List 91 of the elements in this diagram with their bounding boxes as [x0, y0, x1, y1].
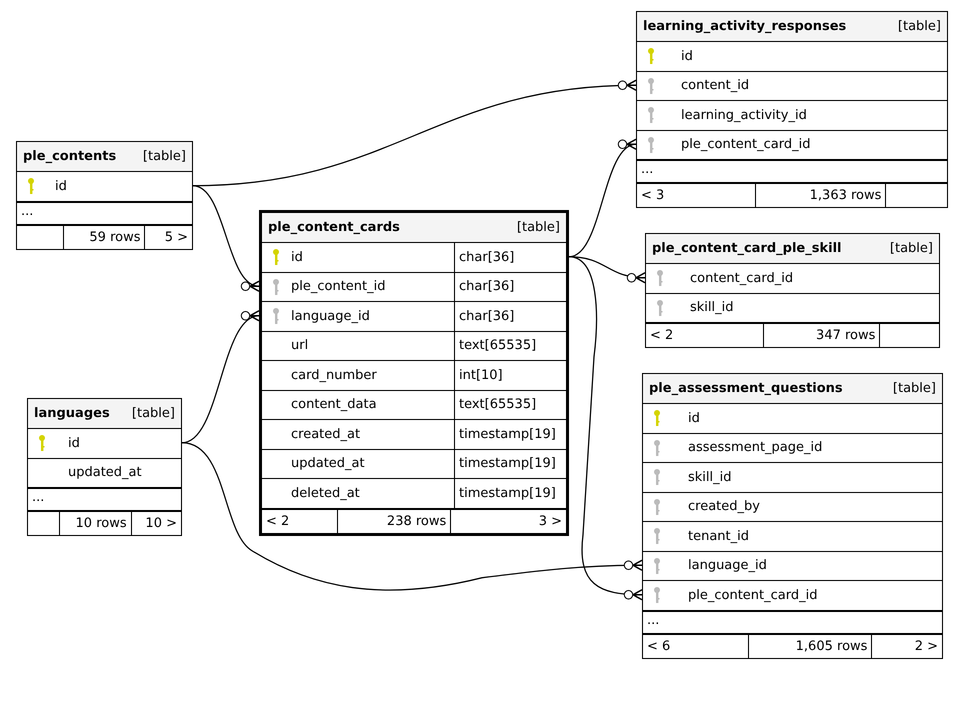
footer-cell-text: < 2 [265, 512, 290, 530]
column-type: char[36] [454, 272, 566, 301]
more-rows-row: ... [637, 159, 947, 182]
column-name: ple_content_id [291, 278, 386, 296]
column-name: id [291, 248, 303, 266]
column-type: char[36] [454, 243, 566, 272]
table-box [645, 233, 940, 348]
column-name: language_id [688, 557, 767, 575]
column-row [262, 330, 566, 360]
table-type-tag: [table] [516, 218, 560, 238]
column-name: id [68, 434, 80, 452]
footer-cell: 347 rows [763, 324, 880, 347]
more-rows-row: ... [17, 200, 192, 224]
column-name: created_by [688, 498, 760, 516]
footer-cell: 10 rows [58, 512, 131, 535]
more-rows-row: ... [643, 610, 942, 632]
table-footer-row [646, 322, 939, 347]
column-type: char[36] [454, 302, 566, 330]
relationship-line [182, 310, 262, 444]
table-footer-row [28, 510, 181, 535]
column-name: content_card_id [690, 270, 794, 288]
table-name: ple_contents [23, 148, 116, 166]
column-type: text[65535] [454, 332, 566, 360]
column-type: int[10] [454, 361, 566, 390]
column-name: updated_at [291, 455, 365, 473]
column-name: card_number [291, 366, 377, 384]
column-name: ple_content_card_id [688, 586, 818, 604]
column-name: created_at [291, 426, 360, 444]
column-name: id [681, 48, 693, 66]
column-row [262, 448, 566, 478]
column-name: language_id [291, 308, 370, 326]
column-type: timestamp[19] [454, 420, 566, 448]
table-box [27, 398, 182, 536]
table-footer-row [637, 182, 947, 207]
footer-cell: 2 > [871, 634, 942, 658]
footer-cell: 10 > [130, 512, 181, 535]
more-rows-row: ... [28, 487, 181, 510]
column-name: content_data [291, 396, 377, 414]
relationship-line [192, 185, 261, 292]
table-box [636, 11, 948, 208]
relationship-line [182, 442, 643, 591]
footer-cell: 59 rows [63, 226, 144, 248]
footer-cell: 238 rows [336, 510, 450, 532]
column-type: timestamp[19] [454, 479, 566, 508]
table-name: ple_content_cards [268, 218, 400, 237]
table-box [642, 373, 943, 658]
table-name: ple_assessment_questions [649, 380, 843, 398]
table-name: ple_content_card_ple_skill [652, 240, 842, 258]
table-name: learning_activity_responses [643, 18, 846, 36]
footer-cell-text: < 3 [640, 187, 666, 205]
footer-cell: 1,363 rows [755, 184, 886, 207]
footer-cell-text: < 6 [646, 638, 672, 656]
column-name: deleted_at [291, 484, 360, 502]
footer-cell-text: < 2 [649, 327, 674, 345]
column-row [262, 390, 566, 419]
footer-cell: 3 > [450, 510, 566, 532]
column-type: timestamp[19] [454, 450, 566, 478]
column-name: url [291, 337, 308, 355]
relationship-line [568, 256, 646, 284]
table-type-tag: [table] [142, 146, 186, 166]
column-name: assessment_page_id [688, 439, 822, 457]
relationship-line [568, 256, 643, 600]
table-footer-row [643, 632, 942, 658]
footer-cell: 5 > [144, 226, 192, 248]
column-row [262, 419, 566, 448]
column-name: skill_id [688, 468, 732, 486]
column-row [262, 301, 566, 330]
column-row [262, 360, 566, 390]
table-box [16, 141, 193, 250]
column-row [262, 272, 566, 301]
column-row [262, 478, 566, 508]
table-type-tag: [table] [132, 404, 175, 424]
column-name: ple_content_card_id [681, 136, 810, 154]
table-type-tag: [table] [892, 378, 936, 398]
table-type-tag: [table] [890, 238, 933, 258]
relationship-line [192, 80, 637, 186]
table-box [259, 210, 569, 536]
column-name: id [55, 178, 67, 196]
column-name: content_id [681, 77, 750, 95]
table-name: languages [34, 404, 110, 423]
table-type-tag: [table] [898, 16, 941, 36]
column-name: skill_id [690, 299, 734, 317]
column-name: id [688, 410, 700, 428]
column-name: updated_at [68, 464, 142, 482]
column-name: tenant_id [688, 528, 750, 546]
table-footer-row [17, 224, 192, 248]
footer-cell: 1,605 rows [748, 634, 872, 658]
column-name: learning_activity_id [681, 106, 807, 124]
table-footer-row [262, 508, 566, 532]
column-type: text[65535] [454, 390, 566, 419]
column-row [262, 242, 566, 272]
